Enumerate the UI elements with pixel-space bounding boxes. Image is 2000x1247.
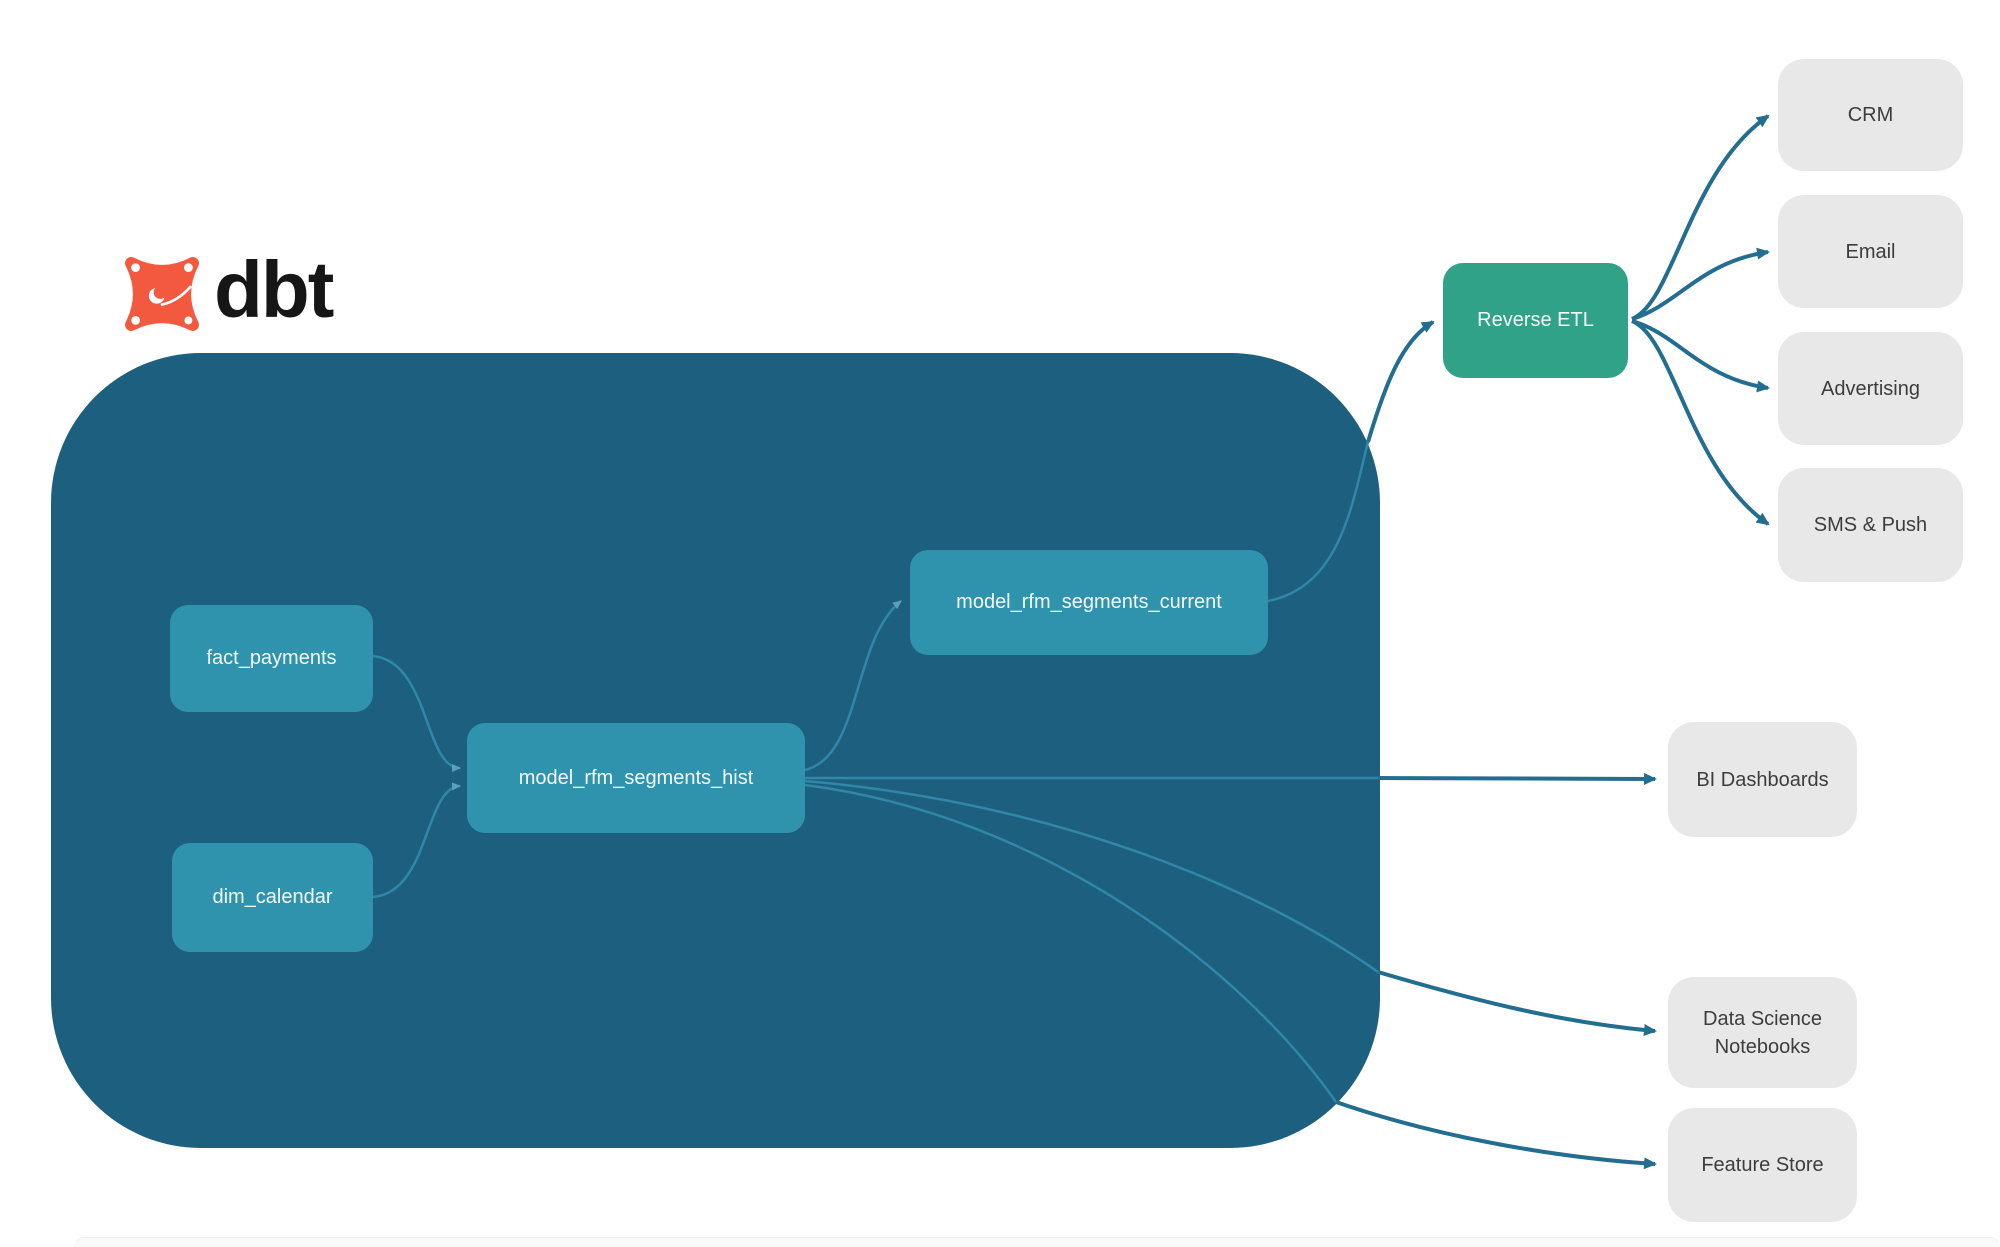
dbt-logo: dbt: [118, 246, 334, 338]
edge-hist-to-dsn: [1377, 970, 1657, 1037]
edge-hist-to-bi: [1377, 772, 1657, 785]
node-fact-payments: fact_payments: [170, 605, 373, 712]
node-data-science-notebooks: Data Science Notebooks: [1668, 977, 1857, 1088]
node-reverse-etl: Reverse ETL: [1443, 263, 1628, 378]
node-email: Email: [1778, 195, 1963, 308]
dbt-star-icon: [125, 257, 199, 331]
edge-hist-to-fs: [1335, 1100, 1657, 1170]
node-dim-calendar: dim_calendar: [172, 843, 373, 952]
edge-retl-to-email: [1631, 247, 1770, 321]
node-sms-push: SMS & Push: [1778, 468, 1963, 582]
node-model-rfm-segments-current: model_rfm_segments_current: [910, 550, 1268, 655]
node-feature-store: Feature Store: [1668, 1108, 1857, 1222]
edge-current-to-retl: [1366, 320, 1435, 443]
node-advertising: Advertising: [1778, 332, 1963, 445]
node-bi-dashboards: BI Dashboards: [1668, 722, 1857, 837]
dbt-wordmark: dbt: [214, 245, 334, 334]
edge-retl-to-crm: [1631, 114, 1770, 321]
edge-retl-to-sms: [1631, 319, 1770, 526]
node-crm: CRM: [1778, 59, 1963, 171]
node-model-rfm-segments-hist: model_rfm_segments_hist: [467, 723, 805, 833]
bottom-cropped-panel: [74, 1237, 2000, 1247]
edge-retl-to-adv: [1631, 319, 1770, 393]
